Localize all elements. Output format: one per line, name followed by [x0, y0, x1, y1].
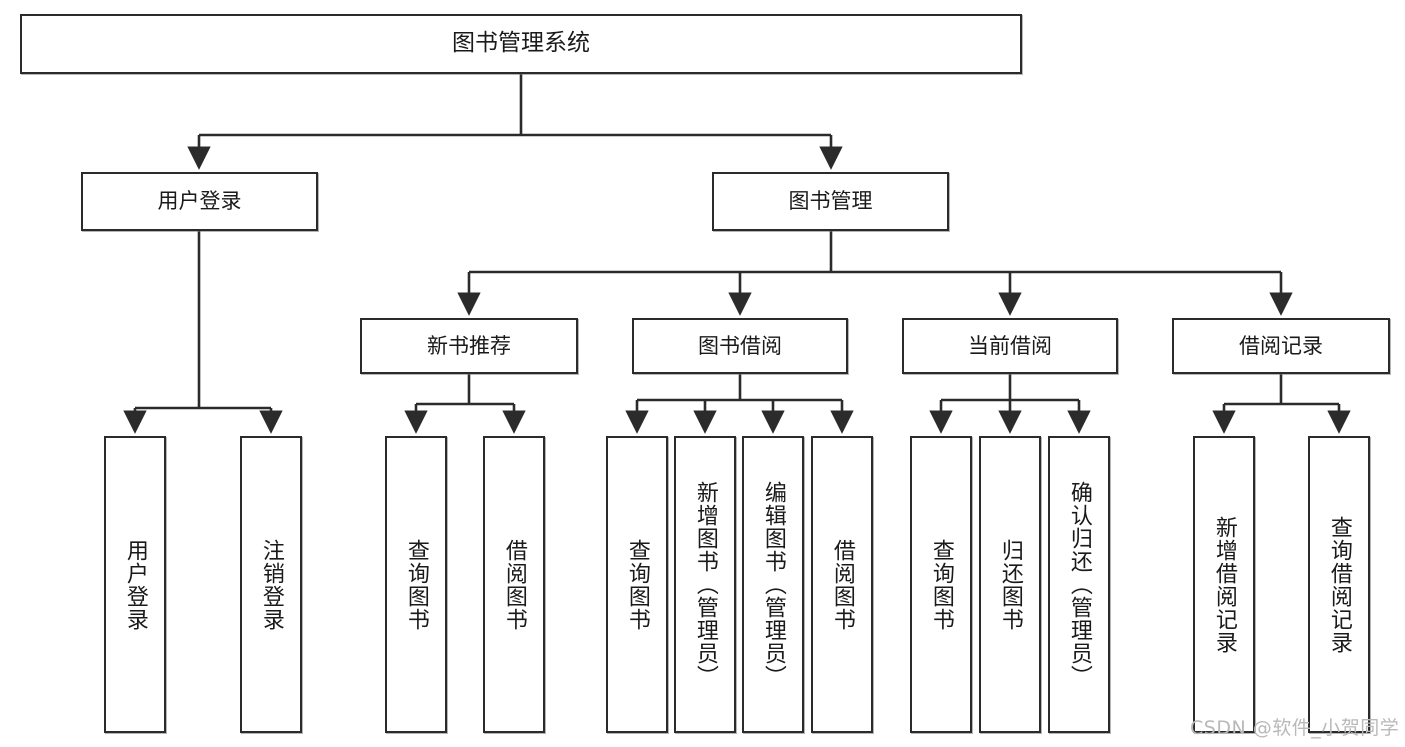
- node-leaf-add-record[interactable]: 新增借阅记录: [1193, 436, 1255, 733]
- node-user-login-label: 用户登录: [157, 189, 242, 214]
- node-book-manage[interactable]: 图书管理: [712, 172, 949, 231]
- node-new-book-rec[interactable]: 新书推荐: [360, 318, 578, 374]
- node-root[interactable]: 图书管理系统: [20, 14, 1022, 74]
- node-current-borrow-label: 当前借阅: [968, 333, 1052, 358]
- node-new-book-rec-label: 新书推荐: [427, 333, 511, 358]
- node-leaf-return-book[interactable]: 归还图书: [979, 436, 1041, 733]
- node-leaf-query-book-3-label: 查询图书: [928, 538, 954, 631]
- node-leaf-add-book-label: 新增图书（管理员）: [692, 481, 718, 688]
- node-leaf-user-login-label: 用户登录: [122, 538, 148, 631]
- node-leaf-user-login[interactable]: 用户登录: [104, 436, 166, 733]
- node-leaf-borrow-book-2[interactable]: 借阅图书: [811, 436, 873, 733]
- node-leaf-borrow-book-2-label: 借阅图书: [829, 538, 855, 631]
- node-leaf-query-book-2-label: 查询图书: [624, 538, 650, 631]
- node-leaf-logout-label: 注销登录: [258, 538, 284, 631]
- node-leaf-query-book-1-label: 查询图书: [403, 538, 429, 631]
- node-borrow-record[interactable]: 借阅记录: [1172, 318, 1390, 374]
- node-leaf-query-record-label: 查询借阅记录: [1326, 515, 1352, 654]
- node-leaf-query-record[interactable]: 查询借阅记录: [1308, 436, 1370, 733]
- watermark: CSDN @软件_小贺同学: [1190, 717, 1400, 739]
- node-book-manage-label: 图书管理: [788, 189, 873, 214]
- node-user-login[interactable]: 用户登录: [81, 172, 318, 231]
- node-leaf-query-book-2[interactable]: 查询图书: [606, 436, 668, 733]
- node-current-borrow[interactable]: 当前借阅: [902, 318, 1118, 374]
- node-leaf-add-record-label: 新增借阅记录: [1211, 515, 1237, 654]
- node-leaf-add-book[interactable]: 新增图书（管理员）: [674, 436, 736, 733]
- node-leaf-borrow-book-1[interactable]: 借阅图书: [483, 436, 545, 733]
- node-leaf-edit-book[interactable]: 编辑图书（管理员）: [742, 436, 804, 733]
- node-book-borrow-label: 图书借阅: [698, 333, 782, 358]
- node-leaf-return-book-label: 归还图书: [997, 538, 1023, 631]
- node-root-label: 图书管理系统: [452, 30, 590, 57]
- node-leaf-borrow-book-1-label: 借阅图书: [501, 538, 527, 631]
- node-leaf-logout[interactable]: 注销登录: [240, 436, 302, 733]
- node-leaf-confirm-return[interactable]: 确认归还（管理员）: [1048, 436, 1110, 733]
- node-borrow-record-label: 借阅记录: [1239, 333, 1323, 358]
- node-leaf-query-book-3[interactable]: 查询图书: [910, 436, 972, 733]
- node-leaf-query-book-1[interactable]: 查询图书: [385, 436, 447, 733]
- node-book-borrow[interactable]: 图书借阅: [632, 318, 848, 374]
- node-leaf-confirm-return-label: 确认归还（管理员）: [1066, 481, 1092, 688]
- node-leaf-edit-book-label: 编辑图书（管理员）: [760, 481, 786, 688]
